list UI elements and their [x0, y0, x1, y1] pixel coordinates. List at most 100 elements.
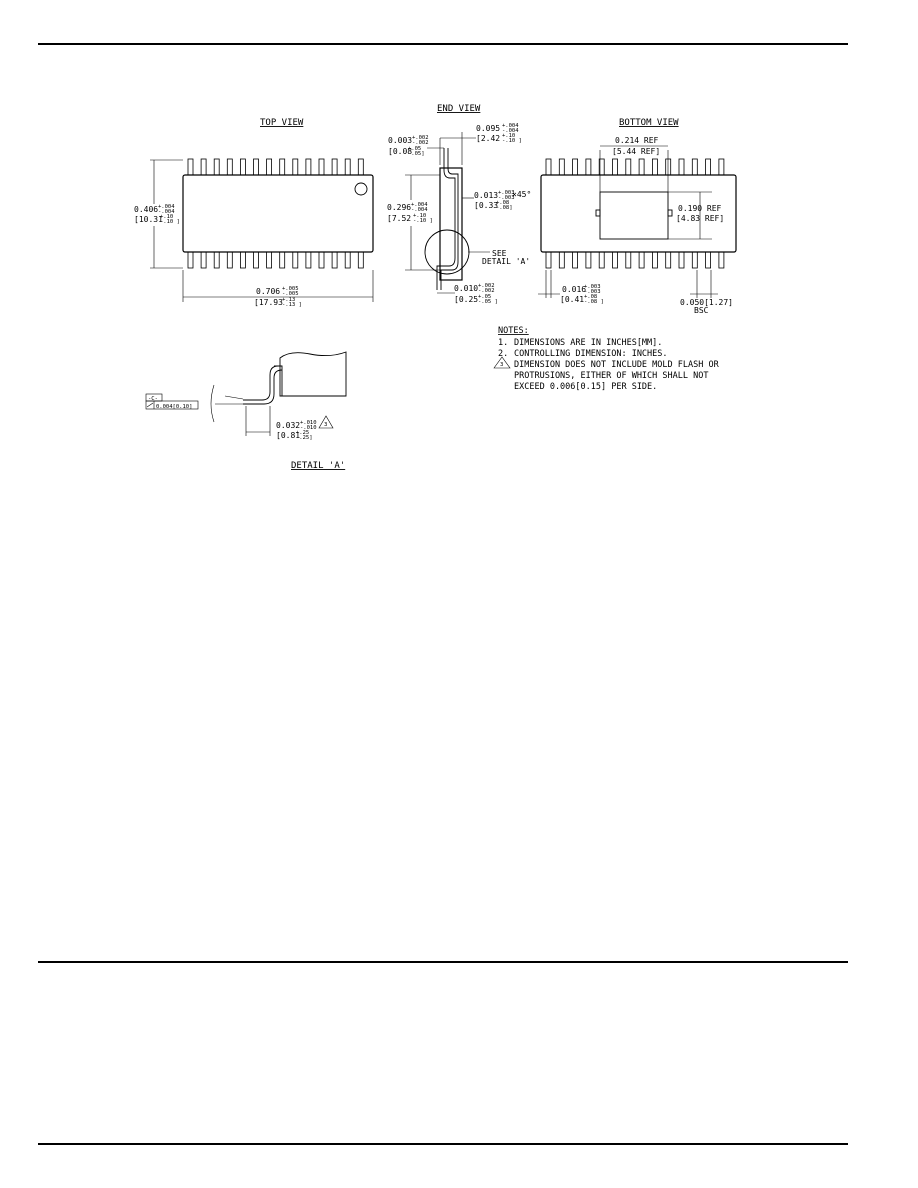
bottom-ref-width-dim-mm: [5.44 REF] [612, 147, 660, 156]
svg-text:-.004: -.004 [502, 128, 519, 134]
end-view-package-body [439, 167, 463, 281]
package-lead [200, 251, 207, 269]
package-lead [691, 158, 698, 176]
package-lead [318, 251, 325, 269]
bottom-rule [38, 1143, 848, 1145]
middle-rule [38, 961, 848, 963]
package-lead [331, 251, 338, 269]
package-lead [612, 251, 618, 269]
detail-lead [243, 369, 283, 405]
package-lead [239, 251, 246, 269]
end-chamfer-dim-mm: [0.33 [474, 201, 498, 210]
top-height-dim-mm: [10.31 [134, 215, 163, 224]
package-lead [545, 158, 552, 176]
svg-text:+.004: +.004 [502, 123, 519, 129]
svg-text:-.08]: -.08] [496, 205, 513, 211]
package-lead [226, 251, 233, 269]
end-view-title: END VIEW [437, 104, 481, 114]
package-lead [585, 158, 592, 176]
flatness-icon [146, 402, 154, 408]
exposed-pad-notch [595, 209, 601, 217]
bottom-pin-width-dim: 0.016 [562, 285, 586, 294]
svg-text:-.002: -.002 [478, 288, 495, 294]
package-lead [625, 251, 632, 269]
datum-label: -C- [148, 396, 158, 402]
svg-text:-.010: -.010 [300, 425, 317, 431]
svg-text:+.13: +.13 [282, 297, 295, 303]
end-thickness-dim-mm: [0.08 [388, 147, 412, 156]
svg-text:+.002: +.002 [478, 283, 495, 289]
end-view: END VIEW 0.095 +.004 -.004 [2.42 +.10 -.… [387, 104, 531, 305]
end-lead-dim: 0.010 [454, 284, 478, 293]
package-lead [558, 251, 565, 269]
svg-text:-.003: -.003 [498, 195, 515, 201]
package-lead [318, 158, 325, 176]
svg-text:-.10 ]: -.10 ] [160, 219, 180, 225]
bottom-view-upper-pins [545, 158, 725, 176]
top-view: TOP VIEW 0.406 +.004 -.004 [10.31 +.10 -… [134, 118, 374, 308]
top-length-dim: 0.706 [256, 287, 280, 296]
package-lead [572, 251, 578, 269]
note-3-line-1: DIMENSION DOES NOT INCLUDE MOLD FLASH OR [514, 360, 720, 370]
svg-text:+.10: +.10 [160, 214, 173, 220]
package-lead [292, 251, 299, 269]
package-lead [253, 251, 259, 269]
angle-arc [210, 384, 215, 423]
detail-body [279, 351, 347, 397]
svg-text:-.10 ]: -.10 ] [413, 218, 433, 224]
package-lead [292, 158, 299, 176]
svg-text:+.005: +.005 [282, 286, 299, 292]
svg-text:-.004: -.004 [158, 209, 175, 215]
note-3-line-3: EXCEED 0.006[0.15] PER SIDE. [514, 382, 657, 392]
package-lead [213, 158, 220, 176]
detail-a-title: DETAIL 'A' [291, 461, 345, 471]
svg-text:+.010: +.010 [300, 420, 317, 426]
svg-text:3: 3 [500, 362, 503, 368]
exposed-pad-notch [667, 209, 673, 217]
svg-text:1.: 1. [498, 338, 508, 348]
package-lead [344, 251, 351, 269]
end-view-lead [440, 148, 459, 290]
svg-text:+.004: +.004 [411, 202, 428, 208]
bottom-ref-width-dim: 0.214 REF [615, 136, 659, 145]
end-thickness-dim: 0.003 [388, 136, 412, 145]
package-lead [718, 158, 725, 176]
svg-text:-.13 ]: -.13 ] [282, 302, 302, 308]
bottom-view-title: BOTTOM VIEW [619, 118, 679, 128]
svg-text:-.004: -.004 [411, 207, 428, 213]
bottom-view-lower-pins [545, 251, 725, 269]
package-lead [357, 251, 364, 269]
package-lead [187, 158, 194, 176]
bottom-pitch-bsc: BSC [694, 306, 709, 315]
note-2: CONTROLLING DIMENSION: INCHES. [514, 349, 668, 359]
notes-block: NOTES: 1. DIMENSIONS ARE IN INCHES[MM]. … [493, 326, 720, 392]
svg-text:×45°: ×45° [512, 190, 531, 199]
svg-text:+.08: +.08 [584, 294, 597, 300]
package-lead [239, 158, 246, 176]
flatness-frame [145, 400, 199, 410]
package-lead [266, 158, 273, 176]
package-lead [305, 251, 312, 269]
package-lead [200, 158, 207, 176]
package-lead [638, 251, 645, 269]
package-lead [705, 158, 711, 176]
package-lead [678, 158, 685, 176]
svg-text:-.05 ]: -.05 ] [478, 299, 498, 305]
package-lead [226, 158, 233, 176]
top-rule [38, 43, 848, 45]
package-lead [357, 158, 364, 176]
see-detail-label: SEE [492, 249, 507, 258]
end-lead-dim-mm: [0.25 [454, 295, 478, 304]
note-flag-number: 3 [324, 422, 327, 428]
detail-lead [243, 365, 279, 401]
svg-text:+.10: +.10 [413, 213, 426, 219]
svg-text:-.002: -.002 [412, 140, 429, 146]
bottom-view: BOTTOM VIEW 0.214 REF [5.44 REF] 0.190 R… [538, 118, 737, 315]
note-1: DIMENSIONS ARE IN INCHES[MM]. [514, 338, 662, 348]
package-lead [585, 251, 592, 269]
top-view-package-body [182, 174, 374, 253]
svg-text:-.25]: -.25] [296, 435, 313, 441]
svg-text:+.10: +.10 [502, 133, 515, 139]
top-view-upper-pins [187, 158, 364, 176]
